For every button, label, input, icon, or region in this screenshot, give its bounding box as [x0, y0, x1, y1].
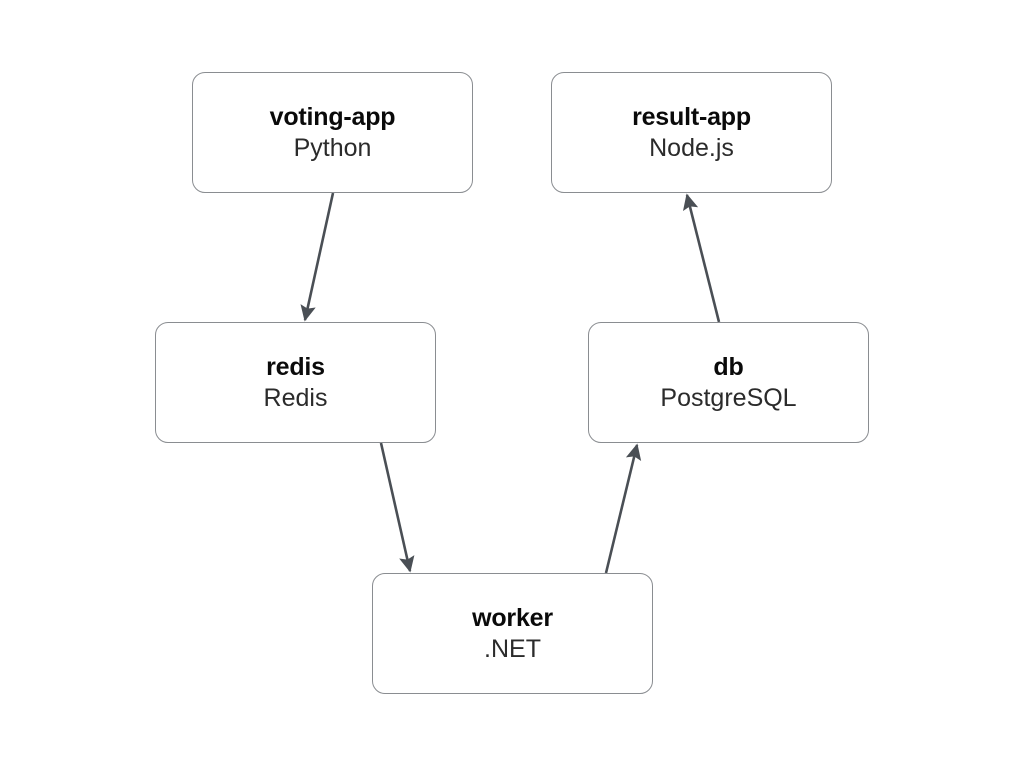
node-title: voting-app [269, 102, 396, 131]
node-subtitle: Python [293, 133, 372, 162]
node-title: redis [266, 352, 325, 381]
edge-redis-to-worker [379, 442, 415, 573]
edge-db-to-result-app [682, 193, 721, 323]
node-db[interactable]: db PostgreSQL [588, 322, 869, 443]
node-title: result-app [632, 102, 751, 131]
node-subtitle: PostgreSQL [660, 383, 797, 412]
node-subtitle: .NET [484, 634, 541, 663]
node-result-app[interactable]: result-app Node.js [551, 72, 832, 193]
node-redis[interactable]: redis Redis [155, 322, 436, 443]
node-worker[interactable]: worker .NET [372, 573, 653, 694]
node-subtitle: Redis [263, 383, 328, 412]
node-voting-app[interactable]: voting-app Python [192, 72, 473, 193]
edge-voting-app-to-redis [300, 192, 335, 322]
node-title: db [713, 352, 744, 381]
edge-worker-to-db [604, 443, 642, 574]
node-title: worker [472, 603, 553, 632]
node-subtitle: Node.js [649, 133, 734, 162]
